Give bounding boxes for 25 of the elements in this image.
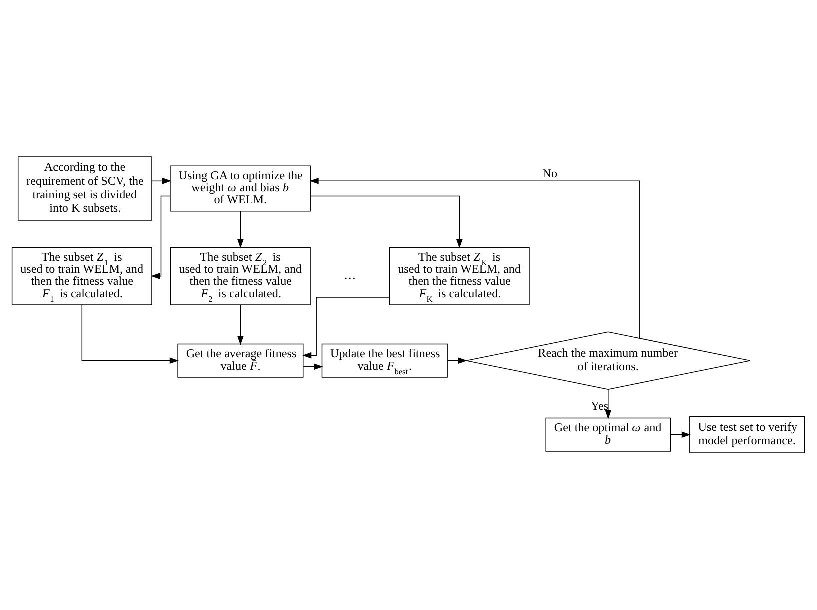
- label: …: [344, 268, 356, 282]
- arrow: [238, 211, 244, 248]
- arrow: [303, 364, 324, 370]
- arrow: [151, 196, 171, 280]
- edge-label: Yes: [591, 398, 609, 413]
- arrow: [310, 196, 463, 249]
- arrow: [152, 178, 172, 184]
- edge-label: No: [542, 166, 558, 180]
- node-box: Use test set to verify model performance.: [690, 416, 806, 454]
- arrow: [238, 304, 244, 346]
- node-box: Get the optimal ω and b: [546, 418, 672, 452]
- node-box: Update the best fitness value F$_{best}$.: [322, 344, 448, 378]
- arrow: [670, 432, 691, 438]
- arrow: [310, 178, 640, 339]
- arrow: [605, 389, 612, 420]
- node-box: The subset Z$_{2}$ is used to train WELM, and then the fitness value F$_{2}$ is calculated.: [170, 247, 311, 306]
- node-diamond: Reach the maximum number of iterations.: [466, 332, 751, 390]
- arrow: [82, 304, 179, 364]
- node-box: The subset Z$_{K}$ is used to train WELM, and then the fitness value F$_{K}$ is calculated.: [389, 247, 530, 306]
- node-box: Using GA to optimize the weight ω and bias b of WELM.: [170, 166, 312, 212]
- node-box: The subset Z$_{1}$ is used to train WELM, and then the fitness value F$_{1}$ is calculated.: [12, 247, 152, 306]
- node-box: According to the requirement of SCV, the training set is divided into K subsets.: [18, 156, 152, 221]
- arrow: [302, 297, 390, 359]
- arrow: [447, 358, 468, 364]
- node-box: Get the average fitness value F̄.: [178, 344, 304, 378]
